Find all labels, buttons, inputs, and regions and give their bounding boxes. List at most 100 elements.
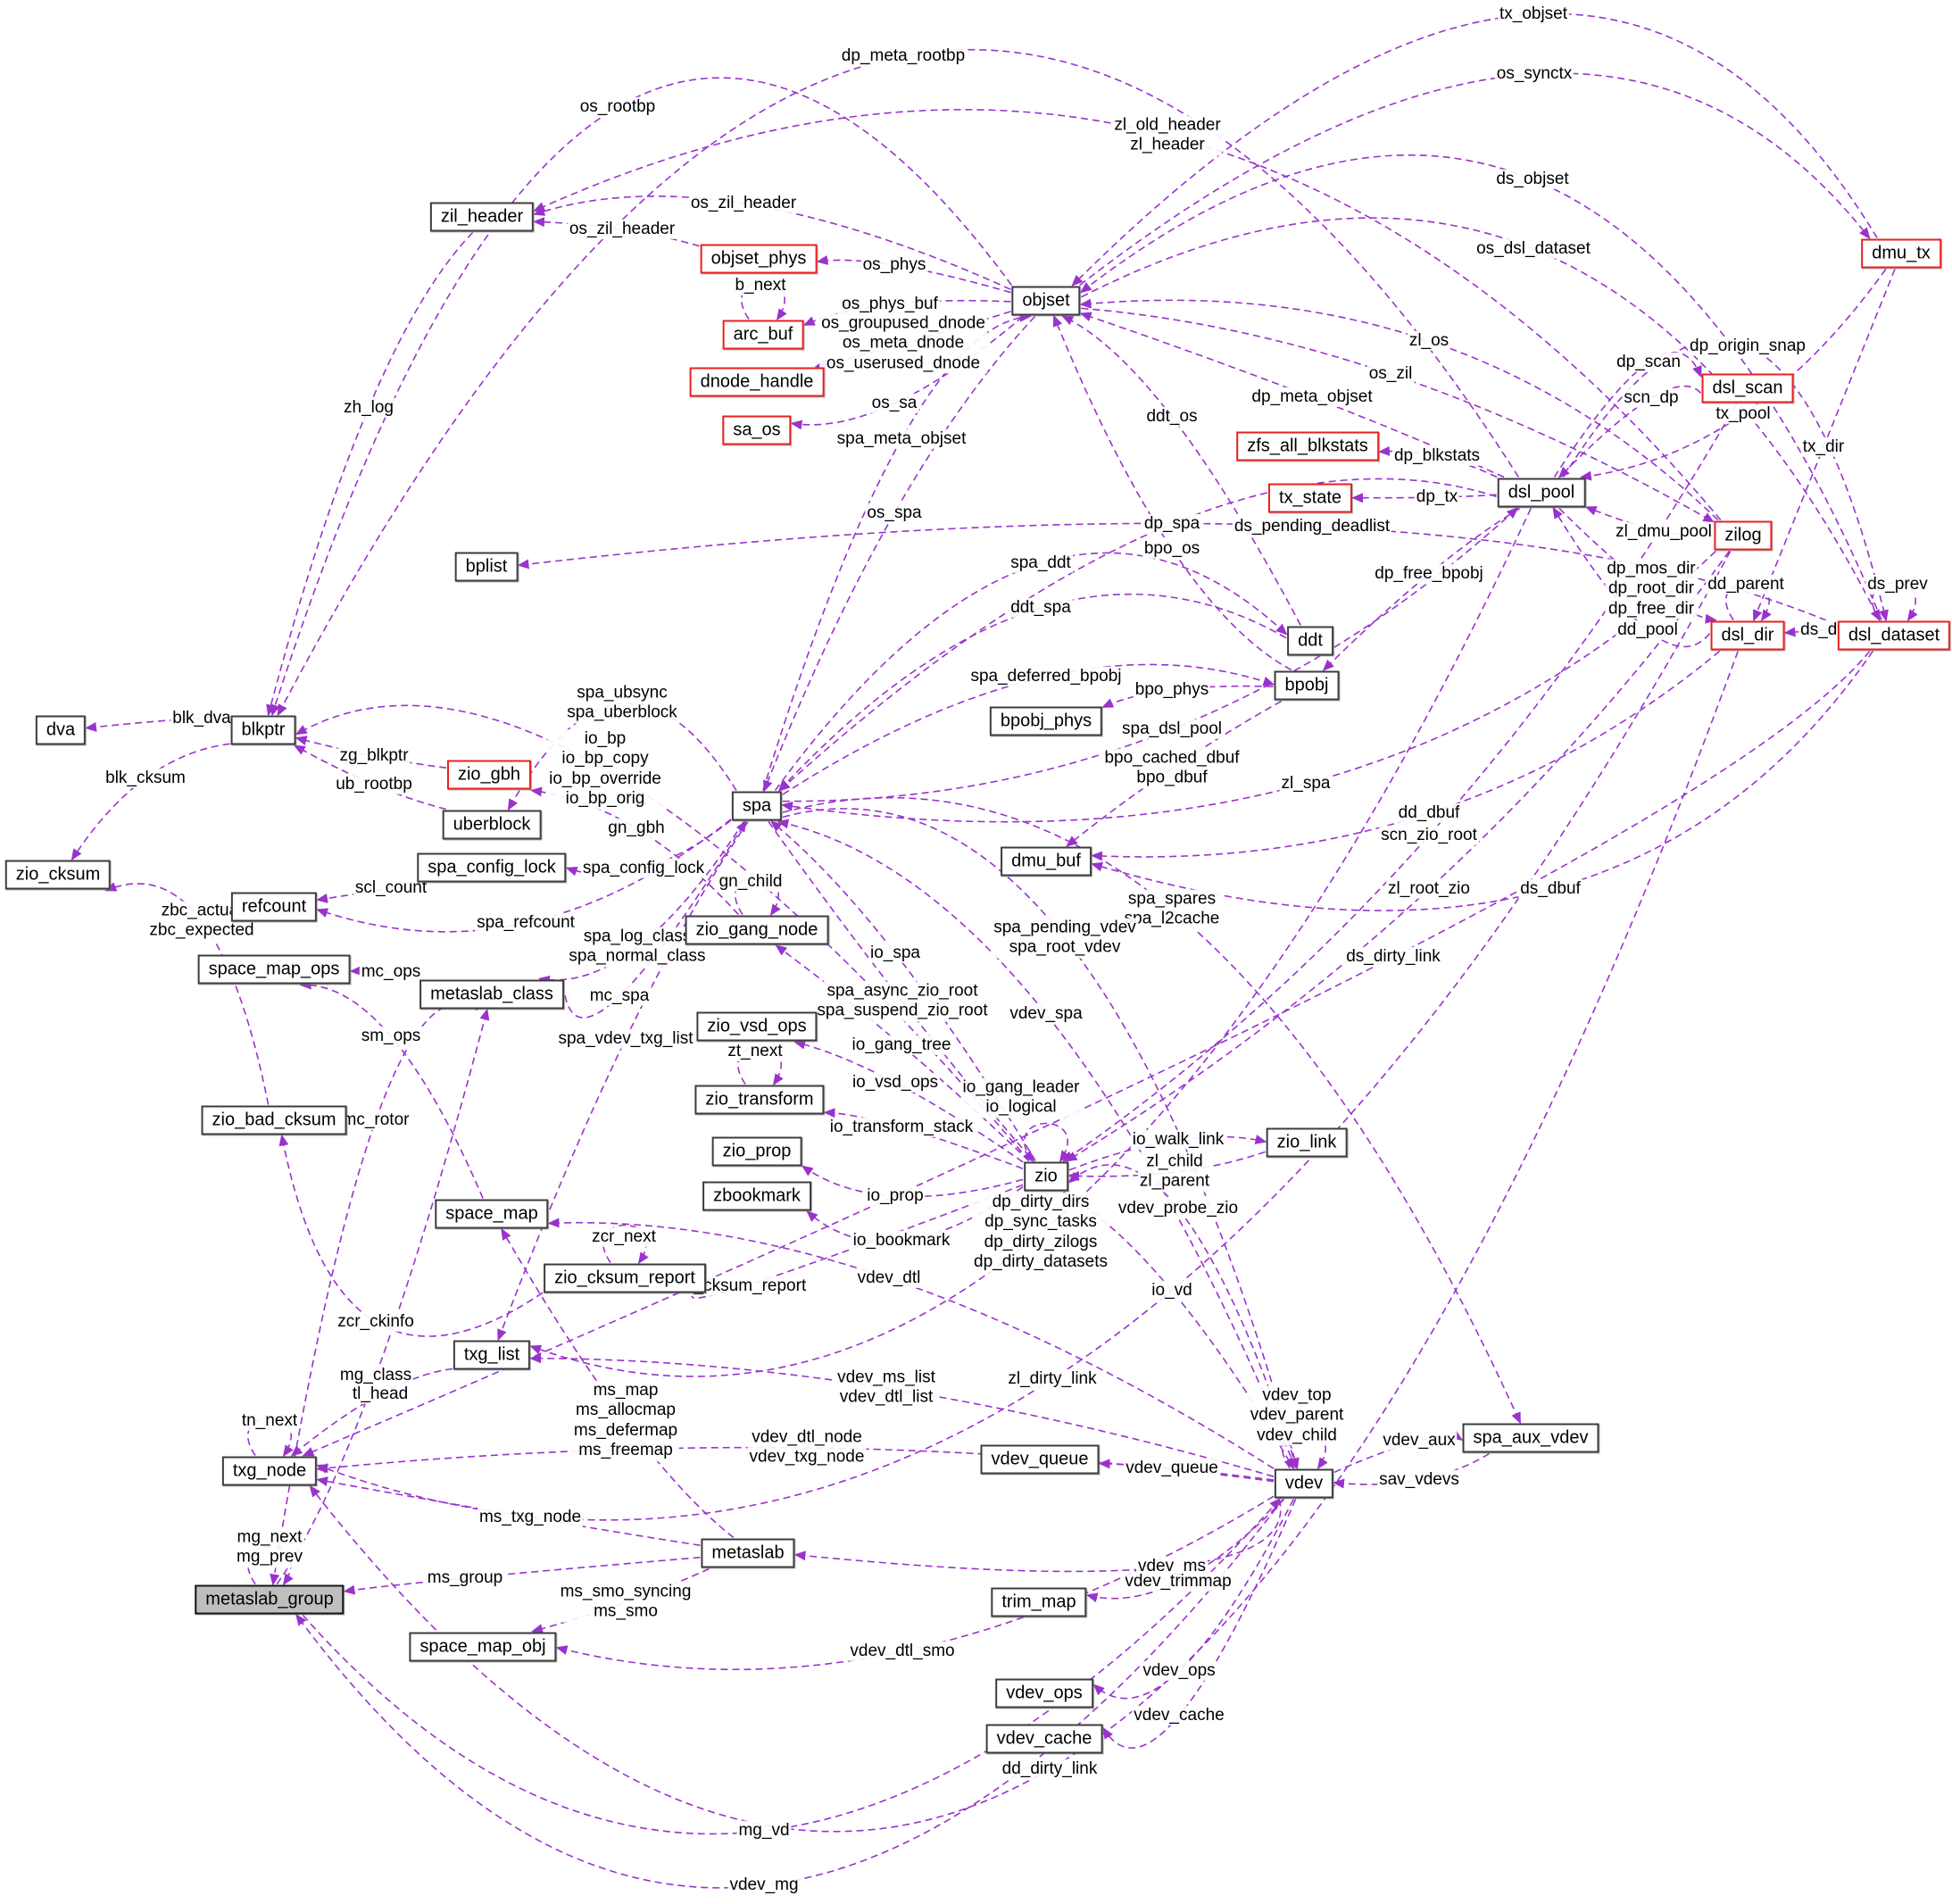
edge-label-io_cksum_report: io_cksum_report [678, 1276, 809, 1297]
node-spa[interactable]: spa [731, 791, 783, 821]
node-sa_os[interactable]: sa_os [722, 415, 792, 445]
edge-label-ms_map: ms_map ms_allocmap ms_defermap ms_freema… [571, 1381, 680, 1461]
edge-label-dd_dbuf: dd_dbuf [1396, 802, 1462, 824]
node-zio_cksum_report[interactable]: zio_cksum_report [544, 1263, 706, 1293]
edge-label-tn_next: tn_next [239, 1410, 300, 1432]
node-zfs_all_blkstats[interactable]: zfs_all_blkstats [1236, 431, 1379, 461]
node-arc_buf[interactable]: arc_buf [722, 320, 804, 350]
node-spa_aux_vdev[interactable]: spa_aux_vdev [1462, 1423, 1599, 1453]
edge-dsl_dir-txg_node [309, 651, 1739, 1833]
node-zbookmark[interactable]: zbookmark [702, 1181, 811, 1211]
node-zio_cksum[interactable]: zio_cksum [4, 860, 112, 890]
node-zio_transform[interactable]: zio_transform [694, 1085, 825, 1115]
edge-txg_list-txg_node [290, 1368, 453, 1457]
edge-label-ds_objset: ds_objset [1494, 169, 1571, 190]
edge-dsl_pool-dsl_scan [1553, 352, 1702, 478]
edge-label-vdev_dtl_smo: vdev_dtl_smo [848, 1641, 957, 1662]
node-dsl_pool[interactable]: dsl_pool [1497, 478, 1586, 508]
node-bpobj[interactable]: bpobj [1274, 670, 1340, 701]
node-dmu_buf[interactable]: dmu_buf [1001, 846, 1092, 877]
edge-label-vdev_ops: vdev_ops [1141, 1660, 1217, 1682]
node-ddt[interactable]: ddt [1287, 626, 1333, 656]
edge-label-dp_meta_rootbp: dp_meta_rootbp [839, 46, 968, 67]
node-zil_header[interactable]: zil_header [429, 202, 535, 232]
node-bplist[interactable]: bplist [454, 552, 519, 582]
edge-vdev-spa [777, 819, 1297, 1468]
edge-label-spa_pending_vdev: spa_pending_vdev spa_root_vdev [992, 918, 1138, 959]
edge-zio-zio_vsd_ops [793, 1039, 1024, 1163]
node-txg_list[interactable]: txg_list [453, 1340, 531, 1370]
edge-label-os_synctx: os_synctx [1494, 63, 1574, 85]
node-dnode_handle[interactable]: dnode_handle [689, 367, 825, 397]
node-space_map_ops[interactable]: space_map_ops [197, 954, 351, 985]
node-zio_gbh[interactable]: zio_gbh [446, 760, 532, 790]
node-zio[interactable]: zio [1024, 1161, 1068, 1192]
node-dmu_tx[interactable]: dmu_tx [1861, 238, 1941, 269]
node-zio_link[interactable]: zio_link [1266, 1127, 1348, 1158]
node-dva[interactable]: dva [35, 715, 87, 745]
node-dsl_dir[interactable]: dsl_dir [1710, 620, 1785, 651]
node-tx_state[interactable]: tx_state [1267, 483, 1353, 513]
edge-dsl_dataset-objset [1079, 154, 1882, 620]
edge-label-ds_dir: ds_dir [1798, 619, 1848, 641]
edge-label-scl_count: scl_count [353, 877, 429, 899]
edge-label-mc_rotor: mc_rotor [340, 1110, 411, 1131]
node-bpobj_phys[interactable]: bpobj_phys [989, 706, 1103, 736]
node-vdev_ops[interactable]: vdev_ops [995, 1678, 1093, 1709]
node-txg_node[interactable]: txg_node [221, 1456, 318, 1486]
node-dsl_scan[interactable]: dsl_scan [1701, 373, 1794, 403]
edge-dmu_tx-dsl_pool [1579, 269, 1887, 481]
edge-label-dp_free_bpobj: dp_free_bpobj [1373, 563, 1485, 585]
edge-ddt-spa [777, 593, 1287, 792]
edge-label-vdev_trimmap: vdev_trimmap [1123, 1571, 1233, 1592]
node-trim_map[interactable]: trim_map [991, 1587, 1087, 1617]
edge-label-os_zil: os_zil [1366, 363, 1415, 385]
edge-label-zl_root_zio: zl_root_zio [1386, 878, 1472, 900]
edge-dsl_dataset-txg_node [302, 650, 1871, 1457]
node-objset[interactable]: objset [1011, 286, 1081, 316]
edge-label-vdev_aux: vdev_aux [1381, 1430, 1458, 1451]
edge-label-scn_dp: scn_dp [1622, 387, 1681, 409]
node-metaslab_group[interactable]: metaslab_group [195, 1584, 345, 1615]
edge-spa-txg_list [497, 821, 749, 1342]
edge-label-mc_spa: mc_spa [587, 985, 652, 1007]
node-blkptr[interactable]: blkptr [230, 715, 296, 745]
node-vdev[interactable]: vdev [1274, 1468, 1334, 1499]
node-dsl_dataset[interactable]: dsl_dataset [1837, 620, 1951, 651]
edge-label-dp_origin_snap: dp_origin_snap [1688, 336, 1807, 357]
edge-label-io_walk_link: io_walk_link [1130, 1129, 1226, 1151]
node-zilog[interactable]: zilog [1714, 520, 1773, 551]
edge-label-mg_next: mg_next mg_prev [235, 1527, 304, 1568]
edge-space_map-space_map_ops [299, 979, 484, 1199]
edge-label-ds_dbuf: ds_dbuf [1518, 878, 1582, 900]
edge-label-tx_dir: tx_dir [1800, 437, 1847, 458]
edge-label-os_phys_buf: os_phys_buf [840, 294, 940, 315]
edge-label-os_spa: os_spa [865, 503, 924, 524]
node-uberblock[interactable]: uberblock [442, 810, 542, 840]
node-space_map[interactable]: space_map [435, 1199, 549, 1229]
node-zio_vsd_ops[interactable]: zio_vsd_ops [696, 1011, 818, 1042]
edge-label-os_phys: os_phys [860, 254, 928, 276]
node-zio_gang_node[interactable]: zio_gang_node [685, 915, 829, 945]
edge-label-vdev_queue: vdev_queue [1124, 1458, 1220, 1479]
node-metaslab_class[interactable]: metaslab_class [419, 979, 564, 1010]
node-vdev_queue[interactable]: vdev_queue [980, 1444, 1100, 1475]
node-zio_bad_cksum[interactable]: zio_bad_cksum [201, 1105, 347, 1135]
node-refcount[interactable]: refcount [230, 892, 318, 922]
node-metaslab[interactable]: metaslab [701, 1538, 795, 1568]
edge-label-ds_dirty_link: ds_dirty_link [1344, 946, 1442, 968]
edge-zio-zio [1024, 1122, 1070, 1163]
edge-label-vdev_mg: vdev_mg [727, 1875, 801, 1896]
node-space_map_obj[interactable]: space_map_obj [409, 1632, 557, 1662]
node-objset_phys[interactable]: objset_phys [700, 244, 818, 274]
edge-label-b_next: b_next [733, 275, 788, 296]
edge-label-bpo_cached_dbuf: bpo_cached_dbuf bpo_dbuf [1102, 748, 1242, 789]
node-spa_config_lock[interactable]: spa_config_lock [417, 852, 567, 883]
edge-vdev-trim_map [1085, 1498, 1285, 1603]
edge-vdev-spa_aux_vdev [1333, 1430, 1464, 1474]
node-vdev_cache[interactable]: vdev_cache [985, 1724, 1103, 1754]
edge-dsl_pool-blkptr [277, 48, 1520, 717]
node-zio_prop[interactable]: zio_prop [711, 1136, 802, 1167]
edge-label-io_vsd_ops: io_vsd_ops [850, 1072, 941, 1093]
edge-dsl_pool-bpobj [1322, 507, 1521, 671]
